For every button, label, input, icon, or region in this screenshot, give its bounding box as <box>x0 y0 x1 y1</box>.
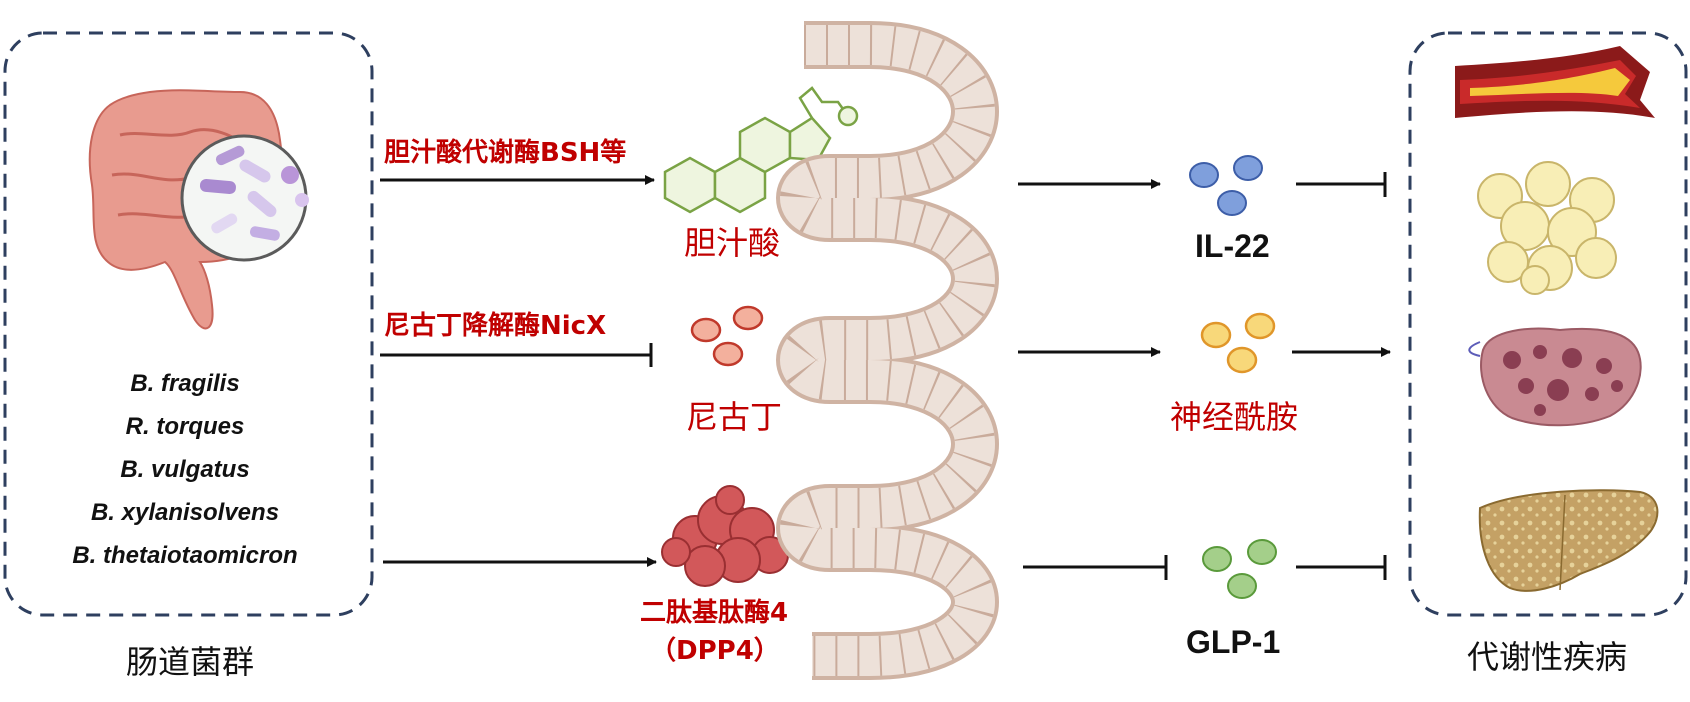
bile-acid-label: 胆汁酸 <box>684 224 781 262</box>
fatty-liver-icon <box>1478 489 1659 592</box>
atherosclerosis-artery-icon <box>1455 46 1655 118</box>
nicotine-dots-icon <box>690 305 764 367</box>
left-panel-border <box>3 31 374 617</box>
nicx-arrow-label: 尼古丁降解酶NicX <box>384 311 607 341</box>
species-thetaiotaomicron: B. thetaiotaomicron <box>72 542 298 569</box>
ceramide-label: 神经酰胺 <box>1170 398 1299 436</box>
il22-dots-icon <box>1189 155 1263 216</box>
glp1-dots-icon <box>1202 539 1277 599</box>
right-panel-border <box>1408 31 1688 617</box>
species-fragilis: B. fragilis <box>130 370 240 397</box>
il22-label: IL-22 <box>1195 228 1270 264</box>
inhibit-il22-disease <box>1296 172 1387 197</box>
inhibit-glp1 <box>1023 555 1168 580</box>
gut-microbiota-icon <box>88 89 309 330</box>
ovary-icon <box>1468 327 1642 427</box>
species-xylanisolvens: B. xylanisolvens <box>90 499 280 526</box>
species-vulgatus: B. vulgatus <box>120 456 250 483</box>
glp1-label: GLP-1 <box>1186 624 1281 660</box>
dpp4-label-line1: 二肽基肽酶4 <box>640 598 789 628</box>
intestinal-epithelium-icon <box>776 21 999 680</box>
species-list: B. fragilis R. torques B. vulgatus B. xy… <box>0 370 370 585</box>
bile-acid-molecule-icon <box>663 86 859 214</box>
gut-microbiota-caption: 肠道菌群 <box>126 643 255 681</box>
bsh-arrow-label: 胆汁酸代谢酶BSH等 <box>384 138 627 168</box>
metabolic-disease-caption: 代谢性疾病 <box>1467 638 1628 676</box>
inhibit-glp1-disease <box>1296 555 1387 580</box>
dpp4-label-line2: （DPP4） <box>650 636 780 666</box>
inhibit-nicx <box>380 343 653 367</box>
species-torques: R. torques <box>125 413 245 440</box>
ceramide-dots-icon <box>1200 312 1276 374</box>
dpp4-protein-icon <box>661 485 789 587</box>
adipocyte-icon <box>1477 161 1617 295</box>
nicotine-label: 尼古丁 <box>686 398 783 436</box>
